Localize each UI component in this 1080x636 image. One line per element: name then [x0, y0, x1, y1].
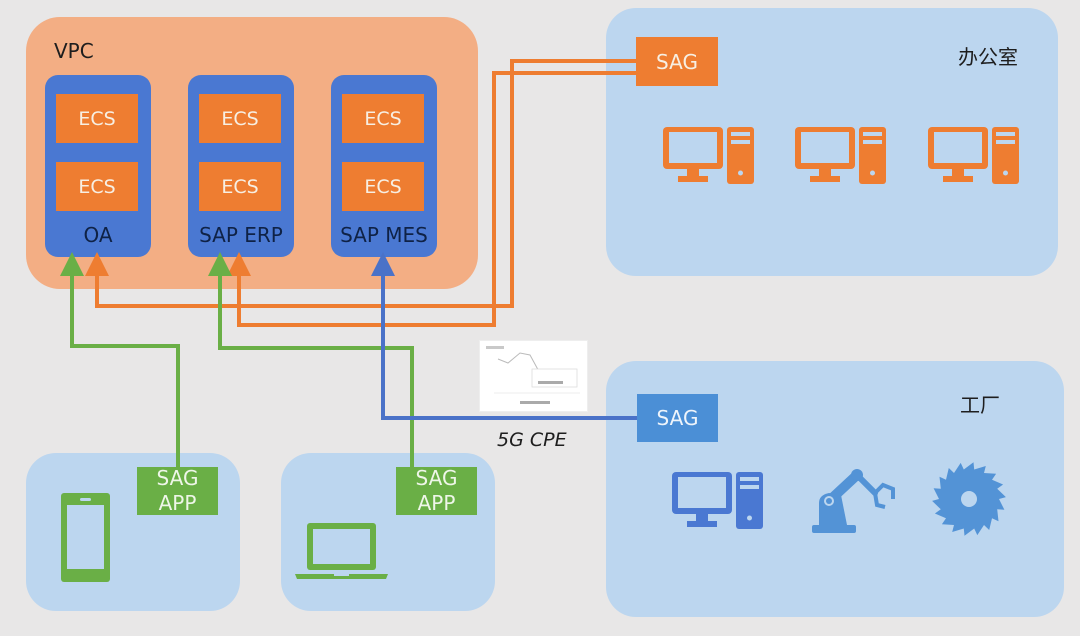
- gateway-line2: APP: [158, 491, 197, 515]
- vpc-label: VPC: [54, 39, 94, 63]
- desktop-computer-icon: [663, 127, 754, 184]
- mobile-sag-app-gateway[interactable]: SAG APP: [137, 466, 218, 515]
- service-oa[interactable]: ECS ECS OA: [45, 75, 151, 257]
- service-name: SAP ERP: [199, 223, 283, 247]
- link-office-to-oa: [85, 59, 640, 308]
- link-mobile-to-oa: [60, 252, 180, 467]
- saw-blade-icon: [932, 462, 1006, 536]
- service-name: OA: [83, 223, 113, 247]
- service-sap-mes[interactable]: ECS ECS SAP MES: [331, 75, 437, 257]
- link-office-to-erp: [227, 71, 640, 327]
- factory-sag-gateway[interactable]: SAG: [637, 394, 718, 442]
- desktop-computer-icon: [672, 472, 763, 529]
- ecs-instance[interactable]: ECS: [199, 94, 281, 143]
- embedded-chart-thumbnail: [479, 340, 588, 412]
- desktop-computer-icon: [928, 127, 1019, 184]
- link-factory-to-mes: [371, 252, 640, 420]
- service-name: SAP MES: [340, 223, 428, 247]
- service-sap-erp[interactable]: ECS ECS SAP ERP: [188, 75, 294, 257]
- ecs-instance[interactable]: ECS: [199, 162, 281, 211]
- office-sag-gateway[interactable]: SAG: [636, 37, 718, 86]
- 5g-cpe-label: 5G CPE: [497, 429, 567, 451]
- gateway-line1: SAG: [415, 466, 458, 490]
- office-title: 办公室: [958, 45, 1018, 69]
- thumbnail-graphic: [486, 346, 580, 404]
- ecs-instance[interactable]: ECS: [56, 162, 138, 211]
- ecs-instance[interactable]: ECS: [56, 94, 138, 143]
- factory-title: 工厂: [960, 393, 1000, 417]
- ecs-instance[interactable]: ECS: [342, 94, 424, 143]
- laptop-icon: [295, 523, 388, 579]
- robot-arm-icon: [812, 469, 895, 533]
- ecs-instance[interactable]: ECS: [342, 162, 424, 211]
- desktop-computer-icon: [795, 127, 886, 184]
- link-laptop-to-erp: [208, 252, 414, 467]
- gateway-line1: SAG: [156, 466, 199, 490]
- laptop-sag-app-gateway[interactable]: SAG APP: [396, 466, 477, 515]
- gateway-line2: APP: [417, 491, 456, 515]
- smartphone-icon: [61, 493, 110, 582]
